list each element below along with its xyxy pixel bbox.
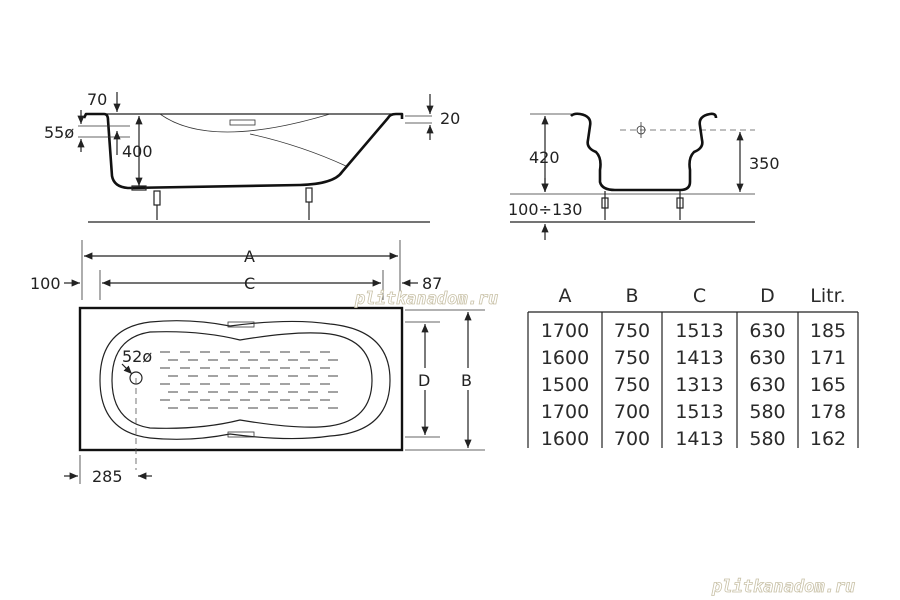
table-cell: 165	[810, 374, 846, 396]
tub-profile	[82, 112, 404, 190]
dim-52-diameter: 52ø	[122, 347, 152, 366]
tub-basin	[99, 320, 391, 440]
dim-55-diameter: 55ø	[44, 123, 74, 142]
table-cell: 1513	[675, 401, 723, 423]
table-header: Litr.	[810, 285, 845, 307]
dimensions-table: A B C D Litr. 1700 750 1513 630 185 1600 750 1413 630…	[527, 285, 859, 450]
table-header: C	[693, 285, 706, 307]
table-cell: 1500	[541, 374, 589, 396]
top-view: A C 100 87 52ø D B 285	[30, 240, 485, 486]
watermark-center: plitkanadom.ru	[354, 289, 498, 309]
table-header: A	[559, 285, 572, 307]
table-cell: 750	[614, 320, 650, 342]
table-cell: 1600	[541, 428, 589, 450]
table-cell: 700	[614, 428, 650, 450]
table-cell: 162	[810, 428, 846, 450]
dim-285: 285	[92, 467, 123, 486]
table-cell: 171	[810, 347, 846, 369]
leg-right	[305, 187, 313, 220]
table-cell: 1700	[541, 320, 589, 342]
dim-d-label: D	[418, 371, 430, 390]
dim-420: 420	[529, 148, 560, 167]
dim-c-label: C	[244, 274, 255, 293]
watermark-bottom: plitkanadom.ru	[711, 577, 855, 597]
end-view: 420 350 100÷130	[508, 112, 780, 240]
dim-a-label: A	[244, 247, 255, 266]
table-cell: 185	[810, 320, 846, 342]
dim-20: 20	[440, 109, 460, 128]
tub-cross-section	[570, 112, 718, 192]
table-cell: 1700	[541, 401, 589, 423]
table-cell: 630	[749, 374, 785, 396]
table-cell: 1600	[541, 347, 589, 369]
table-header: D	[760, 285, 775, 307]
anti-slip-pattern	[160, 351, 338, 409]
dim-87: 87	[422, 274, 442, 293]
dim-b-label: B	[461, 371, 472, 390]
table-cell: 630	[749, 320, 785, 342]
dim-350: 350	[749, 154, 780, 173]
dim-100: 100	[30, 274, 61, 293]
tub-outline	[78, 306, 404, 452]
table-cell: 1313	[675, 374, 723, 396]
dim-feet-height: 100÷130	[508, 200, 582, 219]
table-cell: 1413	[675, 428, 723, 450]
table-cell: 1413	[675, 347, 723, 369]
table-cell: 178	[810, 401, 846, 423]
dim-70: 70	[87, 90, 107, 109]
table-cell: 700	[614, 401, 650, 423]
leg-left	[153, 190, 161, 220]
side-view: 70 55ø 400 20	[44, 90, 460, 223]
table-cell: 1513	[675, 320, 723, 342]
table-cell: 750	[614, 374, 650, 396]
table-cell: 580	[749, 401, 785, 423]
dim-400: 400	[122, 142, 153, 161]
table-cell: 580	[749, 428, 785, 450]
table-cell: 750	[614, 347, 650, 369]
table-cell: 630	[749, 347, 785, 369]
table-header: B	[625, 285, 638, 307]
